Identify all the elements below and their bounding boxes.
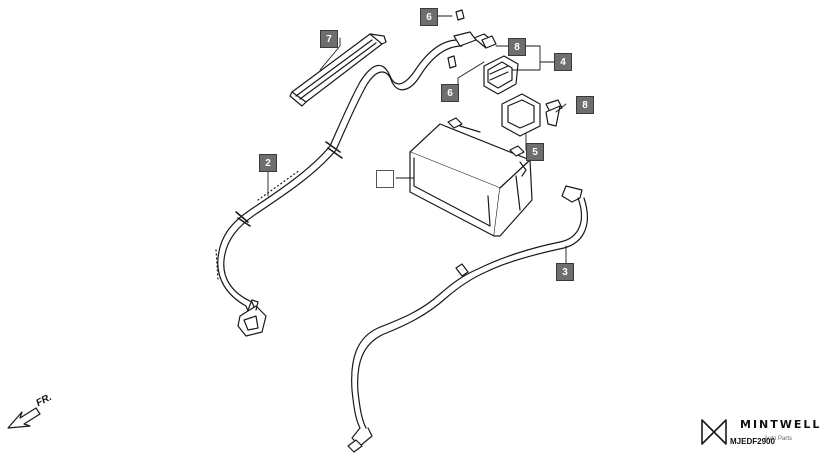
callout-6-top: 6 — [420, 8, 438, 26]
callout-7: 7 — [320, 30, 338, 48]
callout-6-mid: 6 — [441, 84, 459, 102]
front-direction-arrow — [7, 407, 41, 429]
callout-4: 4 — [554, 53, 572, 71]
bolt-top — [455, 9, 465, 21]
fuse-right — [545, 105, 561, 127]
callout-5: 5 — [526, 143, 544, 161]
brand-name: MINTWELL — [740, 418, 822, 431]
brand-logo: MINTWELL Auto Parts — [700, 416, 836, 450]
bolt-mid — [447, 55, 457, 69]
leader-lines — [267, 15, 567, 267]
diagram-code: MJEDF2900 — [730, 437, 775, 446]
callout-8-right: 8 — [576, 96, 594, 114]
callout-8-top: 8 — [508, 38, 526, 56]
fuse-top — [481, 35, 497, 49]
callout-3: 3 — [556, 263, 574, 281]
callout-2: 2 — [259, 154, 277, 172]
callout-1-battery — [376, 170, 394, 188]
brand-logo-mark — [701, 419, 727, 445]
positive-cable — [215, 39, 463, 337]
battery — [409, 117, 533, 237]
negative-cable — [347, 185, 588, 453]
battery-strap — [289, 33, 387, 107]
brand-sub: Auto Parts — [764, 436, 793, 442]
